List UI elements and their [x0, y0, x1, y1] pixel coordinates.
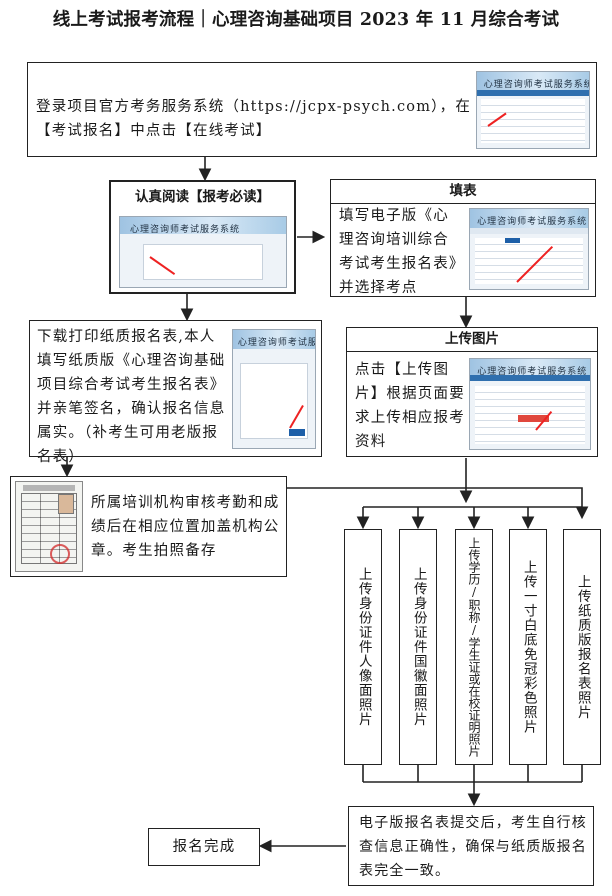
upload-item-label: 上传一寸白底免冠彩色照片 — [520, 560, 537, 734]
upload-item-label: 上传身份证件国徽面照片 — [410, 567, 427, 727]
login-screenshot-image: 心理咨询师考试服务系统 — [476, 71, 590, 149]
read-screenshot-image: 心理咨询师考试服务系统 — [119, 216, 287, 288]
step-stamp-text: 所属培训机构审核考勤和成绩后在相应位置加盖机构公章。考生拍照备存 — [91, 495, 280, 559]
arrow-stamp-to-branch — [287, 487, 589, 520]
step-print-text: 下载打印纸质报名表,本人填写纸质版《心理咨询基础项目综合考试考生报名表》并亲笔签… — [37, 329, 226, 465]
step-upload-text: 点击【上传图片】根据页面要求上传相应报考资料 — [355, 362, 465, 450]
page-title: 线上考试报考流程｜心理咨询基础项目 2023 年 11 月综合考试 — [52, 10, 560, 30]
step-done-box: 报名完成 — [148, 828, 260, 866]
step-upload-header: 上传图片 — [347, 328, 597, 352]
print-screenshot-image: 心理咨询师考试服务系统 — [232, 329, 316, 449]
step-stamp-box: 所属培训机构审核考勤和成绩后在相应位置加盖机构公章。考生拍照备存 — [10, 476, 287, 577]
step-login-text: 登录项目官方考务服务系统（https://jcpx-psych.com），在【考… — [36, 99, 472, 139]
upload-item-label: 上传纸质版报名表照片 — [574, 574, 591, 720]
step-done-text: 报名完成 — [172, 839, 236, 855]
step-verify-text: 电子版报名表提交后，考生自行核查信息正确性，确保与纸质版报名表完全一致。 — [359, 815, 587, 879]
upload-item-education: 上传学历/职称/学生证或在校证明照片 — [455, 529, 493, 765]
step-read-box: 认真阅读【报考必读】 心理咨询师考试服务系统 — [109, 180, 296, 294]
upload-item-paper-form: 上传纸质版报名表照片 — [563, 529, 601, 765]
upload-item-photo: 上传一寸白底免冠彩色照片 — [509, 529, 547, 765]
step-fill-header: 填表 — [331, 180, 595, 204]
step-login-box: 登录项目官方考务服务系统（https://jcpx-psych.com），在【考… — [27, 62, 597, 157]
upload-item-id-front: 上传身份证件人像面照片 — [344, 529, 382, 765]
step-verify-box: 电子版报名表提交后，考生自行核查信息正确性，确保与纸质版报名表完全一致。 — [348, 806, 594, 886]
upload-screenshot-image: 心理咨询师考试服务系统 — [469, 358, 591, 450]
step-read-header: 认真阅读【报考必读】 — [135, 189, 270, 205]
upload-item-label: 上传学历/职称/学生证或在校证明照片 — [467, 537, 481, 757]
step-upload-box: 上传图片 点击【上传图片】根据页面要求上传相应报考资料 心理咨询师考试服务系统 — [346, 327, 598, 457]
fill-screenshot-image: 心理咨询师考试服务系统 — [469, 208, 589, 290]
step-print-box: 下载打印纸质报名表,本人填写纸质版《心理咨询基础项目综合考试考生报名表》并亲笔签… — [29, 320, 322, 465]
step-fill-text: 填写电子版《心理咨询培训综合考试考生报名表》并选择考点 — [339, 208, 458, 296]
step-fill-box: 填表 填写电子版《心理咨询培训综合考试考生报名表》并选择考点 心理咨询师考试服务… — [330, 179, 596, 297]
upload-item-label: 上传身份证件人像面照片 — [355, 567, 372, 727]
upload-item-id-back: 上传身份证件国徽面照片 — [399, 529, 437, 765]
paper-form-image — [15, 481, 83, 572]
